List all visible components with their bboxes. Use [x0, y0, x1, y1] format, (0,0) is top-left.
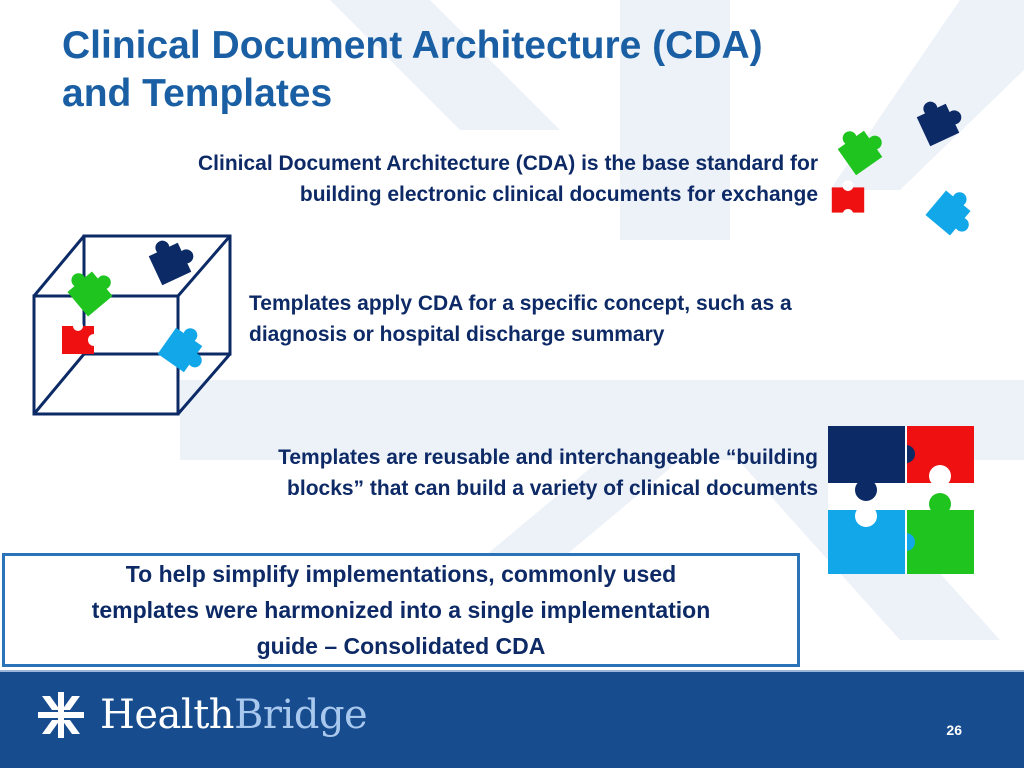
cube-piece-green [61, 258, 120, 317]
scattered-puzzle-pieces [831, 91, 984, 242]
building-blocks-text: Templates are reusable and interchangeab… [278, 446, 818, 500]
cube-with-puzzle-pieces-illustration [32, 230, 232, 416]
assembled-piece-navy [828, 426, 906, 483]
assembled-piece-green [906, 510, 974, 574]
puzzle-piece-navy [912, 91, 968, 147]
cda-definition-text: Clinical Document Architecture (CDA) is … [197, 152, 818, 206]
puzzle-piece-blue [925, 183, 984, 242]
cube-piece-navy [144, 230, 200, 286]
page-number: 26 [946, 722, 962, 738]
cube-piece-blue [157, 320, 215, 378]
assembled-puzzle-illustration [828, 426, 974, 574]
brand-name: HealthBridge [100, 692, 368, 738]
cube-piece-red [62, 321, 100, 354]
healthbridge-emblem-icon [38, 692, 84, 738]
slide-title: Clinical Document Architecture (CDA)and … [62, 24, 763, 115]
puzzle-piece-red [831, 180, 865, 220]
consolidated-cda-callout-box: To help simplify implementations, common… [2, 553, 800, 667]
footer-bar [0, 670, 1024, 768]
healthbridge-logo: HealthBridge [38, 692, 368, 738]
templates-concept-text: Templates apply CDA for a specific conce… [249, 292, 792, 346]
callout-text: To help simplify implementations, common… [91, 561, 711, 659]
puzzle-piece-green [832, 118, 890, 176]
